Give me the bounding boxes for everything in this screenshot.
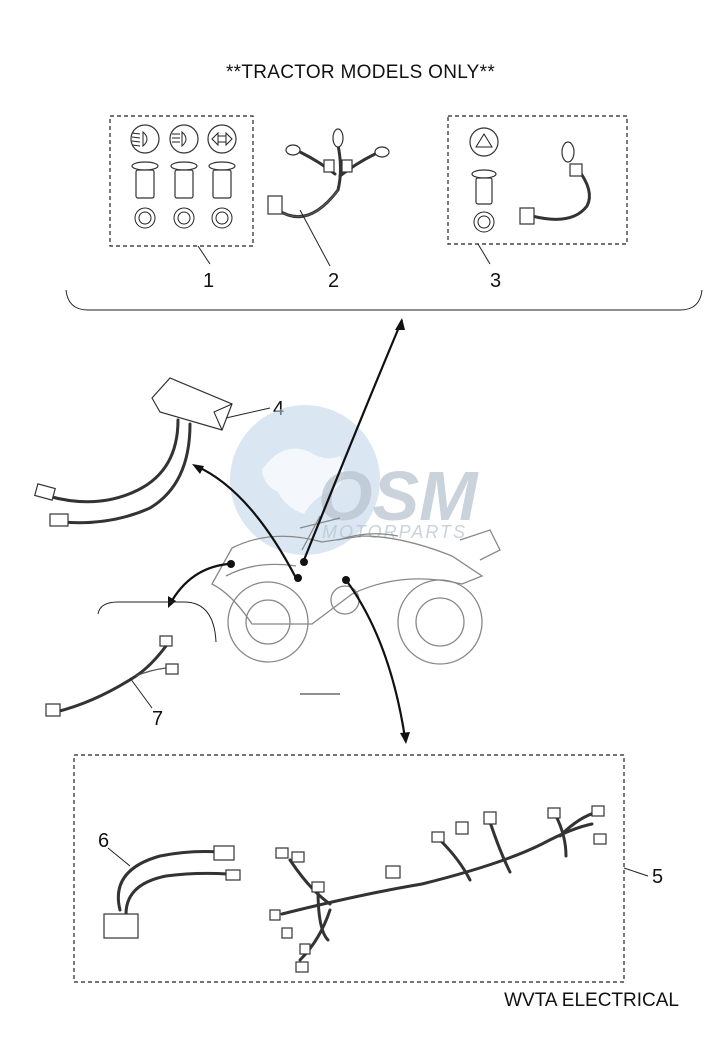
diagram-title: **TRACTOR MODELS ONLY** bbox=[225, 62, 496, 83]
bulb-holder bbox=[131, 161, 236, 199]
callout-5: 5 bbox=[652, 866, 664, 888]
headlight-high-icon bbox=[169, 124, 199, 154]
group-1-indicator-lamps bbox=[109, 115, 254, 265]
part-5-main-loom bbox=[269, 805, 607, 973]
part-4-relay-module bbox=[34, 377, 271, 527]
part-7-harness bbox=[45, 601, 217, 717]
callout-1: 1 bbox=[203, 270, 215, 292]
watermark-brand: OSM bbox=[318, 457, 479, 535]
headlight-low-icon bbox=[130, 124, 160, 154]
group-3-hazard-lamp bbox=[447, 115, 628, 265]
watermark-logo: OSM MOTORPARTS bbox=[230, 405, 479, 555]
callout-2: 2 bbox=[328, 270, 340, 292]
part-6-sub-harness bbox=[103, 845, 241, 939]
hazard-triangle-icon bbox=[469, 127, 499, 157]
retaining-clip bbox=[134, 207, 233, 229]
leader-arrows bbox=[168, 318, 410, 744]
callout-6: 6 bbox=[98, 830, 110, 852]
turn-signal-icon bbox=[207, 124, 237, 154]
atv-vehicle bbox=[211, 515, 501, 695]
part-2-lamp-harness bbox=[267, 128, 390, 267]
callout-3: 3 bbox=[490, 270, 502, 292]
diagram-caption: WVTA ELECTRICAL bbox=[504, 990, 679, 1011]
callout-7: 7 bbox=[152, 708, 164, 730]
callout-4: 4 bbox=[273, 398, 285, 420]
group-5-main-harness bbox=[73, 754, 649, 983]
